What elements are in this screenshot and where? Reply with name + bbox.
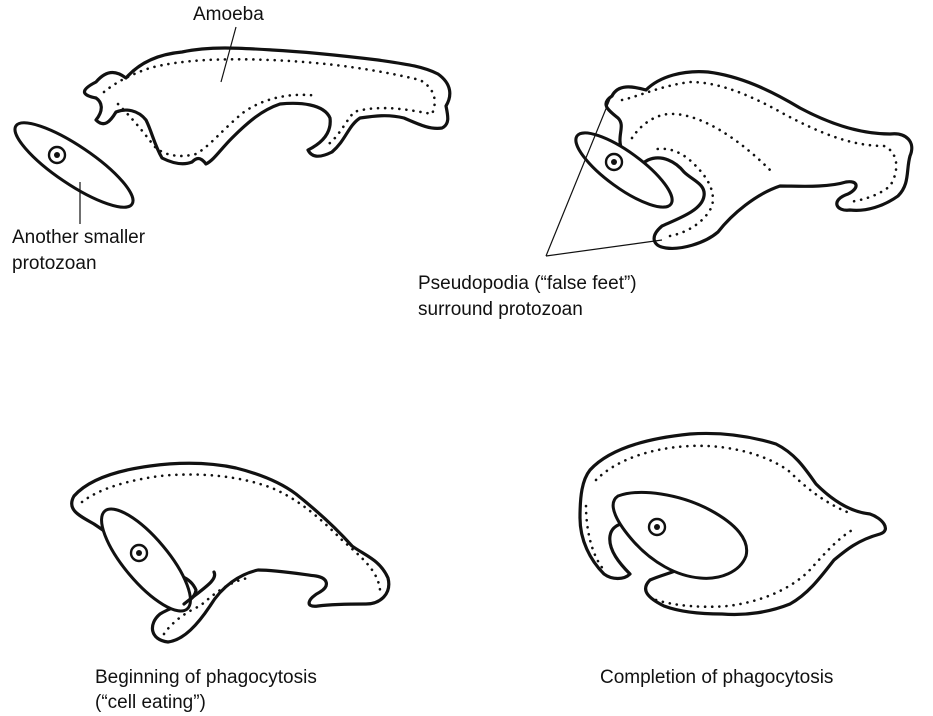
completion-label: Completion of phagocytosis: [600, 666, 833, 690]
protozoan-label-line2: protozoan: [12, 252, 97, 276]
beginning-label-line1: Beginning of phagocytosis: [95, 666, 317, 690]
protozoan-label-line1: Another smaller: [12, 226, 145, 250]
pseudopodia-leader-lower: [546, 240, 662, 256]
protozoan-cell: [5, 110, 142, 220]
panel-amoeba-and-protozoan: [5, 27, 449, 224]
panel-completion-phagocytosis: [580, 433, 885, 614]
protozoan-cell: [566, 121, 681, 218]
amoeba-leader-line: [221, 27, 236, 82]
protozoan-cell: [88, 497, 204, 623]
beginning-label-line2: (“cell eating”): [95, 691, 206, 715]
food-vacuole: [613, 492, 747, 578]
pseudopodia-label-line2: surround protozoan: [418, 298, 583, 322]
panel-pseudopodia: [546, 72, 912, 256]
protozoan-nucleolus: [611, 159, 617, 165]
amoeba-outline: [84, 48, 449, 164]
panel-beginning-phagocytosis: [72, 463, 389, 642]
amoeba-label: Amoeba: [193, 3, 264, 27]
pseudopodia-label-line1: Pseudopodia (“false feet”): [418, 272, 637, 296]
protozoan-nucleolus: [136, 550, 142, 556]
protozoan-nucleolus: [54, 152, 60, 158]
protozoan-nucleolus: [654, 524, 660, 530]
